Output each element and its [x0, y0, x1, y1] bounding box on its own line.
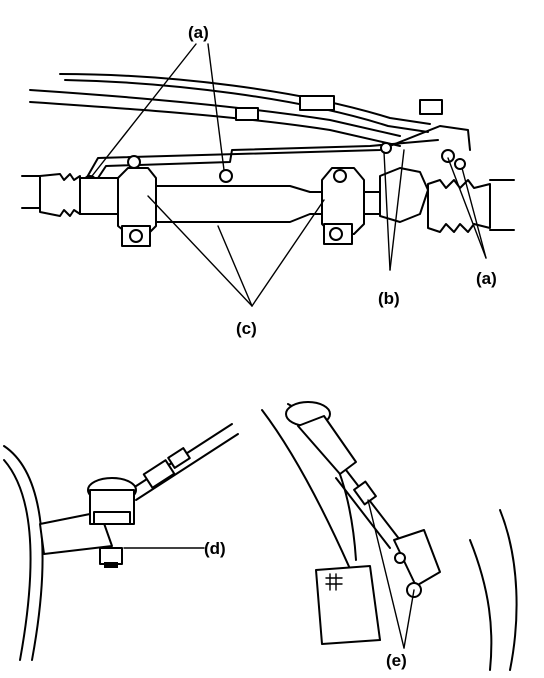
mount-bolt: [129, 229, 143, 243]
label-e: (e): [386, 651, 407, 670]
steering-rack-assembly: [21, 73, 515, 247]
lower-u-joint: [393, 529, 441, 587]
label-c: (c): [236, 319, 257, 338]
label-a-top: (a): [188, 23, 209, 42]
intermediate-shaft: [335, 469, 401, 549]
left-bellows-boot: [39, 173, 81, 217]
hose-fitting: [299, 95, 335, 111]
lock-nut: [142, 459, 176, 489]
left-mount-bracket: [117, 167, 157, 235]
label-d: (d): [204, 539, 226, 558]
wheel-rim: [3, 445, 44, 661]
mount-bolt: [127, 155, 141, 169]
pinch-bolt: [394, 552, 406, 564]
adjuster-sleeve: [167, 447, 191, 469]
leader-lines-top: [91, 43, 487, 307]
cotter-pin: [104, 562, 118, 568]
shaft-clamp: [353, 480, 377, 506]
upper-hose-inner: [29, 101, 401, 147]
upper-yoke: [297, 415, 357, 475]
right-tie-rod: [489, 179, 515, 231]
tube-union: [380, 142, 392, 154]
pedal-texture: [325, 573, 343, 591]
pedal-box-inner: [469, 539, 493, 671]
mount-bolt: [329, 227, 343, 241]
castle-nut: [99, 547, 123, 565]
tube-union: [441, 149, 455, 163]
tube-union: [454, 158, 466, 170]
hose-fitting: [235, 107, 259, 121]
leader-line-e: [367, 499, 405, 649]
pressure-hose: [59, 73, 431, 125]
ball-joint-boot: [93, 511, 131, 525]
leader-line-e: [403, 589, 415, 649]
steering-shaft-assembly: [261, 401, 518, 671]
pedal-box-edge: [499, 509, 518, 671]
pinion-valve-body: [379, 167, 429, 223]
right-bellows-boot: [427, 179, 491, 233]
wheel-rim-inner: [3, 459, 32, 661]
rack-tube-upper: [81, 125, 471, 187]
tie-rod-end-assembly: [3, 423, 239, 661]
pedal-pad: [315, 565, 381, 645]
label-a-right: (a): [476, 269, 497, 288]
return-hose: [64, 79, 429, 133]
tube-clamp: [219, 169, 233, 183]
left-tie-rod: [21, 175, 41, 209]
valve-cap: [419, 99, 443, 115]
mount-bolt: [333, 169, 347, 183]
upper-hose-outer: [29, 89, 401, 137]
label-b: (b): [378, 289, 400, 308]
